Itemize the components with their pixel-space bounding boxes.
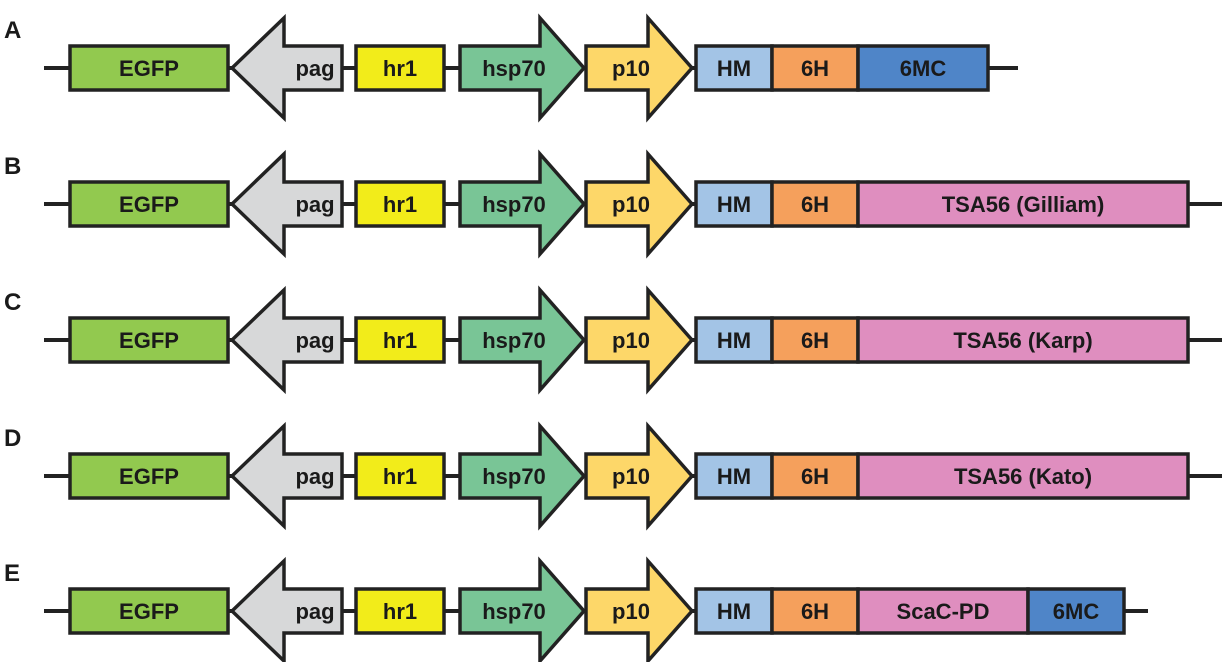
segment-egfp: [68, 180, 230, 228]
segment-label-tsa56-gilliam: TSA56 (Gilliam): [942, 192, 1105, 217]
segment-label-p10: p10: [612, 599, 650, 624]
segment-pag: [229, 285, 344, 395]
segment-hr1: [354, 180, 446, 228]
segment-6h: [770, 316, 860, 364]
segment-pag: [229, 421, 344, 531]
segment-label-pag: pag: [295, 328, 334, 353]
segment-label-hm: HM: [717, 328, 751, 353]
segment-label-hr1: hr1: [383, 328, 417, 353]
segment-6h: [770, 44, 860, 92]
segment-label-egfp: EGFP: [119, 56, 179, 81]
segment-hsp70: [458, 556, 587, 662]
segment-egfp: [68, 44, 230, 92]
segment-egfp: [68, 587, 230, 635]
construct-c: C EGFP pag hr1 hsp70 p10 HM 6H TSA56 (Karp): [4, 285, 1222, 395]
segment-label-hsp70: hsp70: [482, 599, 546, 624]
segment-label-pag: pag: [295, 56, 334, 81]
segment-hm: [694, 180, 774, 228]
construct-e: E EGFP pag hr1 hsp70 p10 HM 6H ScaC-PD 6MC: [4, 556, 1148, 662]
segment-hm: [694, 44, 774, 92]
segment-label-6mc: 6MC: [1053, 599, 1100, 624]
segment-label-p10: p10: [612, 56, 650, 81]
segment-label-hm: HM: [717, 599, 751, 624]
segment-label-p10: p10: [612, 192, 650, 217]
segment-6mc: [1026, 587, 1126, 635]
segment-pag: [229, 556, 344, 662]
panel-label-b: B: [4, 153, 21, 180]
segment-p10: [584, 556, 695, 662]
segment-label-egfp: EGFP: [119, 192, 179, 217]
segment-label-tsa56-karp: TSA56 (Karp): [953, 328, 1092, 353]
segment-hsp70: [458, 421, 587, 531]
segment-label-scac-pd: ScaC-PD: [897, 599, 990, 624]
segment-pag: [229, 149, 344, 259]
segment-label-hm: HM: [717, 192, 751, 217]
panel-label-a: A: [4, 17, 21, 44]
segment-label-hsp70: hsp70: [482, 192, 546, 217]
construct-a: A EGFP pag hr1 hsp70 p10 HM 6H 6MC: [4, 13, 1018, 123]
segment-egfp: [68, 452, 230, 500]
segment-label-6h: 6H: [801, 599, 829, 624]
construct-b: B EGFP pag hr1 hsp70 p10 HM 6H TSA56 (Gilliam): [4, 149, 1222, 259]
panel-label-d: D: [4, 425, 21, 452]
segment-label-pag: pag: [295, 192, 334, 217]
segment-label-hr1: hr1: [383, 464, 417, 489]
segment-hsp70: [458, 13, 587, 123]
segment-label-p10: p10: [612, 464, 650, 489]
segment-label-hr1: hr1: [383, 599, 417, 624]
construct-d: D EGFP pag hr1 hsp70 p10 HM 6H TSA56 (Kato): [4, 421, 1222, 531]
segment-label-hsp70: hsp70: [482, 328, 546, 353]
segment-label-pag: pag: [295, 599, 334, 624]
segment-p10: [584, 149, 695, 259]
segment-hr1: [354, 316, 446, 364]
segment-label-6h: 6H: [801, 464, 829, 489]
segment-tsa56-karp: [856, 316, 1190, 364]
segment-label-hm: HM: [717, 464, 751, 489]
segment-label-hsp70: hsp70: [482, 464, 546, 489]
segment-label-tsa56-kato: TSA56 (Kato): [954, 464, 1092, 489]
segment-label-egfp: EGFP: [119, 599, 179, 624]
segment-hsp70: [458, 285, 587, 395]
segment-egfp: [68, 316, 230, 364]
segment-hsp70: [458, 149, 587, 259]
segment-label-hr1: hr1: [383, 56, 417, 81]
segment-6mc: [856, 44, 990, 92]
segment-label-6h: 6H: [801, 56, 829, 81]
segment-hm: [694, 316, 774, 364]
segment-p10: [584, 13, 695, 123]
segment-tsa56-gilliam: [856, 180, 1190, 228]
segment-label-p10: p10: [612, 328, 650, 353]
panel-label-e: E: [4, 560, 20, 587]
segment-tsa56-kato: [856, 452, 1190, 500]
segment-p10: [584, 285, 695, 395]
panel-label-c: C: [4, 289, 21, 316]
segment-label-hm: HM: [717, 56, 751, 81]
segment-hr1: [354, 587, 446, 635]
segment-label-egfp: EGFP: [119, 464, 179, 489]
segment-hm: [694, 452, 774, 500]
segment-label-6h: 6H: [801, 192, 829, 217]
segment-p10: [584, 421, 695, 531]
segment-label-pag: pag: [295, 464, 334, 489]
segment-pag: [229, 13, 344, 123]
segment-hr1: [354, 44, 446, 92]
segment-label-egfp: EGFP: [119, 328, 179, 353]
segment-label-6h: 6H: [801, 328, 829, 353]
segment-hr1: [354, 452, 446, 500]
segment-6h: [770, 587, 860, 635]
segment-label-hsp70: hsp70: [482, 56, 546, 81]
segment-label-hr1: hr1: [383, 192, 417, 217]
segment-label-6mc: 6MC: [900, 56, 947, 81]
